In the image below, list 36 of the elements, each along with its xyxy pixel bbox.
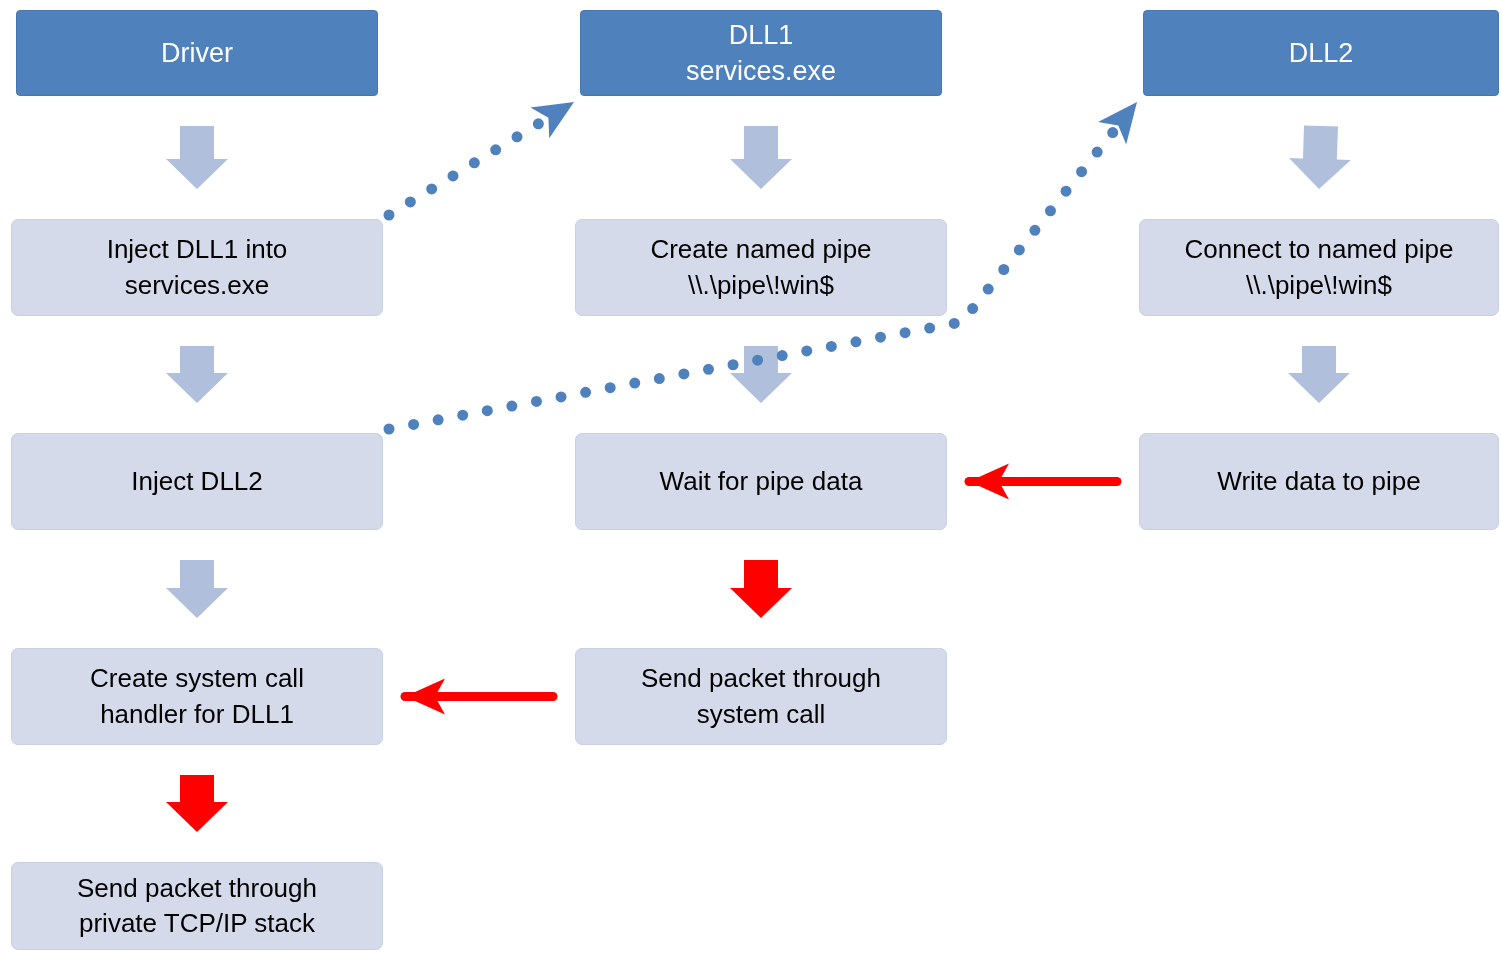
process-box [11, 219, 383, 316]
block-arrow [166, 346, 228, 403]
block-arrow [166, 560, 228, 618]
process-box [1139, 219, 1499, 316]
block-arrow [730, 560, 792, 618]
arrow [964, 463, 1122, 500]
step-text: Create named pipe \\.\pipe\!win$ [649, 233, 873, 302]
process-box [575, 648, 947, 745]
block-arrow [730, 126, 792, 189]
arrow [400, 678, 558, 715]
step-text: Create system call handler for DLL1 [89, 662, 305, 731]
process-box [11, 862, 383, 950]
header-text: Driver [161, 36, 233, 70]
process-box [11, 648, 383, 745]
header-text: DLL2 [1288, 36, 1354, 70]
process-box [1139, 433, 1499, 530]
step-text: Inject DLL2 [131, 464, 263, 498]
step-text: Inject DLL1 into services.exe [105, 233, 289, 302]
header-text: services.exe [685, 55, 837, 88]
step-text: Wait for pipe data [659, 464, 863, 498]
step-text: Send packet through system call [640, 662, 882, 731]
block-arrow [1288, 346, 1350, 403]
header-box [16, 10, 378, 96]
step-text: Send packet through private TCP/IP stack [76, 871, 318, 940]
block-arrow [166, 126, 228, 189]
header-text: DLL1 [728, 18, 794, 52]
block-arrow [166, 775, 228, 832]
header-box [580, 10, 942, 96]
header-box [1143, 10, 1499, 96]
process-box [575, 433, 947, 530]
block-arrow [730, 346, 792, 403]
block-arrow [1289, 125, 1351, 189]
process-box [575, 219, 947, 316]
step-text: Connect to named pipe \\.\pipe\!win$ [1183, 233, 1455, 302]
step-text: Write data to pipe [1217, 464, 1421, 498]
process-box [11, 433, 383, 530]
